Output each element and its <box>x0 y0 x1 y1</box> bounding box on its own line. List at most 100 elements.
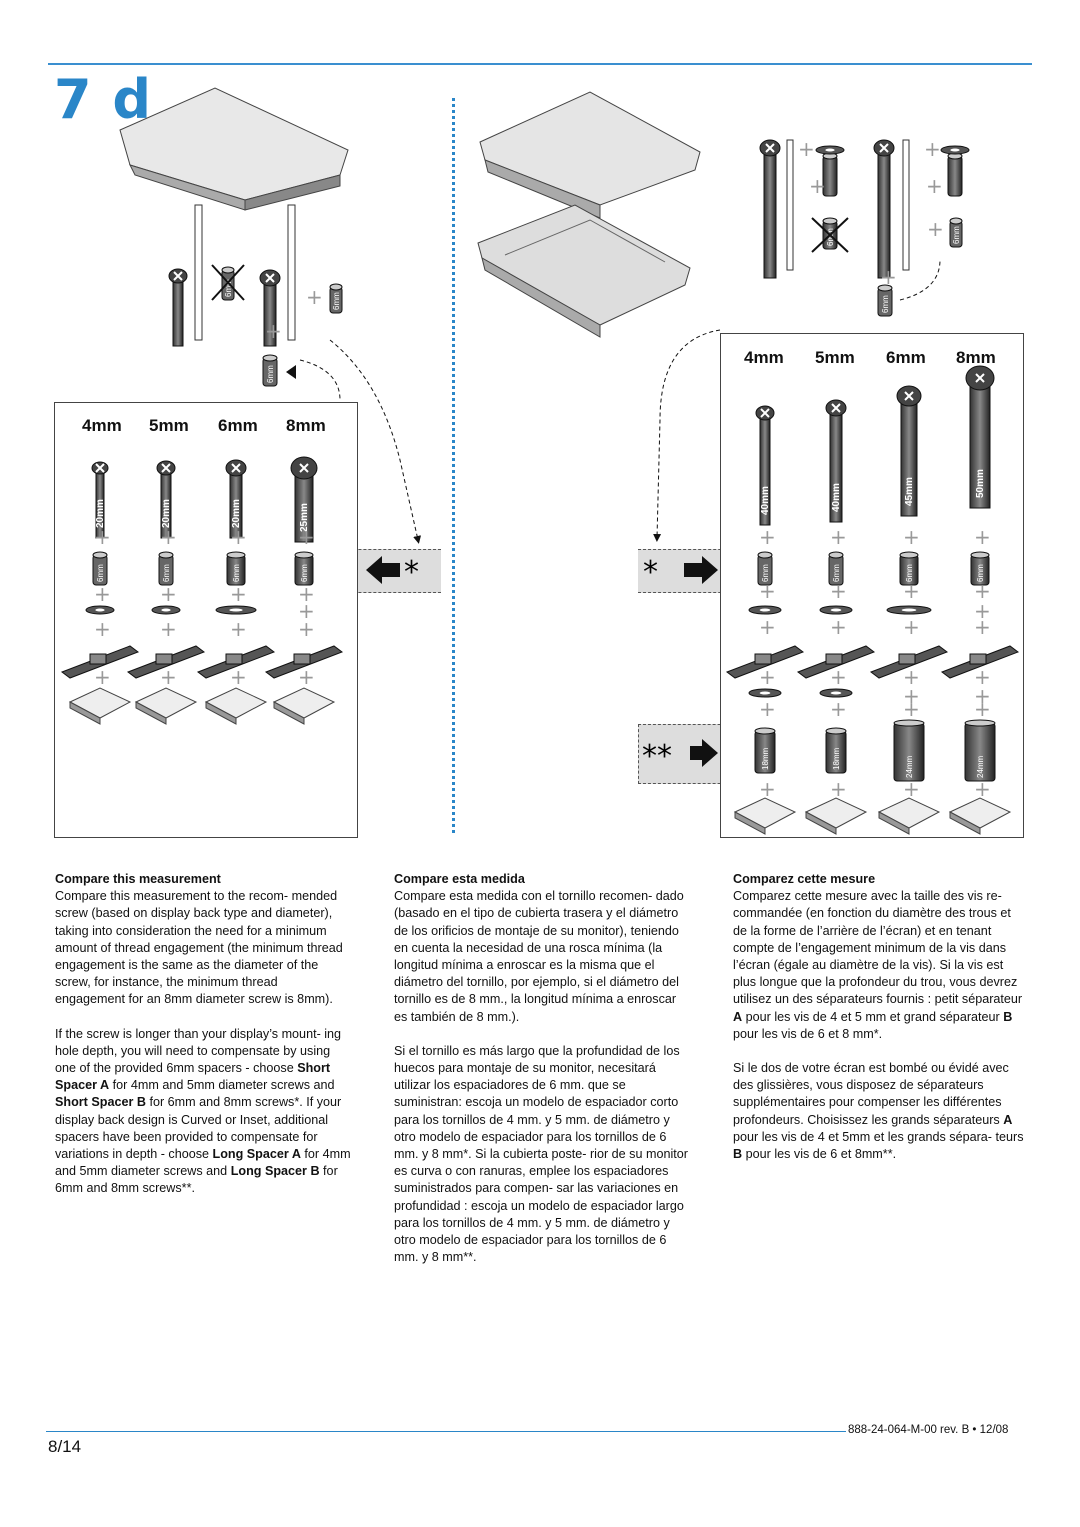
heading-spanish: Compare esta medida <box>394 872 525 886</box>
plus-icon: + <box>830 665 847 689</box>
plus-icon: + <box>903 684 920 708</box>
rail-clip <box>89 653 107 665</box>
dotted-divider <box>452 98 455 833</box>
phillips-icon <box>265 273 275 283</box>
washer-hole <box>161 608 171 612</box>
plus-icon: + <box>974 615 991 639</box>
mounting-plate-left <box>119 87 349 211</box>
screw-length-label: 45mm <box>904 477 915 506</box>
spacer <box>947 155 963 197</box>
plus-icon: + <box>160 617 177 641</box>
spacer-label: 18mm <box>832 747 841 770</box>
plus-icon: + <box>160 582 177 606</box>
spacer-label: 6mm <box>881 295 890 313</box>
plus-icon: + <box>927 217 944 241</box>
spacer-label: 6mm <box>832 564 841 582</box>
asterisk-right: * <box>643 555 658 590</box>
washer-hole <box>825 148 835 152</box>
size-label: 4mm <box>82 416 122 435</box>
size-label: 6mm <box>218 416 258 435</box>
size-label: 8mm <box>286 416 326 435</box>
pad-edge <box>69 701 101 725</box>
plus-icon: + <box>306 285 323 309</box>
plus-icon: + <box>759 525 776 549</box>
washer-hole <box>830 608 842 612</box>
pad-edge <box>734 811 766 835</box>
paragraph: Si le dos de votre écran est bombé ou év… <box>733 1061 1024 1162</box>
pad-edge <box>205 701 237 725</box>
spacer-top <box>828 551 844 559</box>
plus-icon: + <box>759 777 776 801</box>
spacer-top <box>754 727 776 735</box>
spacer-top <box>158 551 174 559</box>
screw-length-label: 40mm <box>831 483 842 512</box>
bottom-rule <box>46 1431 846 1432</box>
pad <box>68 687 132 719</box>
step-label: 7 d <box>54 68 153 131</box>
arrow-left <box>299 339 418 540</box>
heading-french: Comparez cette mesure <box>733 872 876 886</box>
pad <box>733 797 797 829</box>
plus-icon: + <box>903 525 920 549</box>
rail-clip <box>825 653 843 665</box>
plus-icon: + <box>903 665 920 689</box>
washer-hole <box>759 608 771 612</box>
spacer-label: 6mm <box>905 564 914 582</box>
top-rule <box>48 63 1032 65</box>
plus-icon: + <box>298 582 315 606</box>
plus-icon: + <box>974 665 991 689</box>
spacer-label: 24mm <box>905 755 914 778</box>
washer-hole <box>901 608 917 612</box>
text-column-french: Comparez cette mesure Comparez cette mes… <box>733 871 1027 1180</box>
screw-length-label: 20mm <box>231 499 242 528</box>
washer-hole <box>830 691 842 695</box>
rod <box>786 139 794 271</box>
plus-icon: + <box>94 617 111 641</box>
paragraph: Si el tornillo es más largo que la profu… <box>394 1043 688 1265</box>
plus-icon: + <box>759 665 776 689</box>
paragraph: Comparez cette mesure avec la taille des… <box>733 889 1023 1041</box>
rods-left <box>194 204 296 341</box>
spacer-label: 6mm <box>96 564 105 582</box>
pad-edge <box>878 811 910 835</box>
plus-icon: + <box>903 615 920 639</box>
rail-clip <box>898 653 916 665</box>
size-label: 5mm <box>815 348 855 367</box>
plus-icon: + <box>974 684 991 708</box>
plus-icon: + <box>230 525 247 549</box>
spacer-label: 6mm <box>826 228 835 246</box>
plus-icon: + <box>230 665 247 689</box>
plus-icon: + <box>974 777 991 801</box>
phillips-icon <box>975 373 985 383</box>
pad-edge <box>949 811 981 835</box>
spacer-top <box>964 719 996 727</box>
plus-icon: + <box>298 599 315 623</box>
spacer-label: 24mm <box>976 755 985 778</box>
spacer-label: 6mm <box>266 365 275 383</box>
size-label: 8mm <box>956 348 996 367</box>
plus-icon: + <box>903 697 920 721</box>
plus-icon: + <box>830 615 847 639</box>
pad <box>134 687 198 719</box>
spacer-top <box>294 551 314 559</box>
cross-out-icon <box>811 217 849 253</box>
size-label: 6mm <box>886 348 926 367</box>
paragraph: Compare this measurement to the recom- m… <box>55 889 343 1007</box>
arrow-into-long-band <box>690 739 718 767</box>
phillips-icon <box>231 463 241 473</box>
mounting-plate-right <box>477 91 701 338</box>
plus-icon: + <box>974 697 991 721</box>
spacer-top <box>893 719 925 727</box>
asterisk-left: * <box>404 555 419 590</box>
plus-icon: + <box>926 174 943 198</box>
text-column-english: Compare this measurement Compare this me… <box>55 871 351 1215</box>
spacer-label: 6mm <box>162 564 171 582</box>
size-label: 4mm <box>744 348 784 367</box>
phillips-icon <box>879 143 889 153</box>
page-number: 8/14 <box>48 1437 82 1456</box>
plus-icon: + <box>830 777 847 801</box>
spacer-top <box>822 217 838 225</box>
